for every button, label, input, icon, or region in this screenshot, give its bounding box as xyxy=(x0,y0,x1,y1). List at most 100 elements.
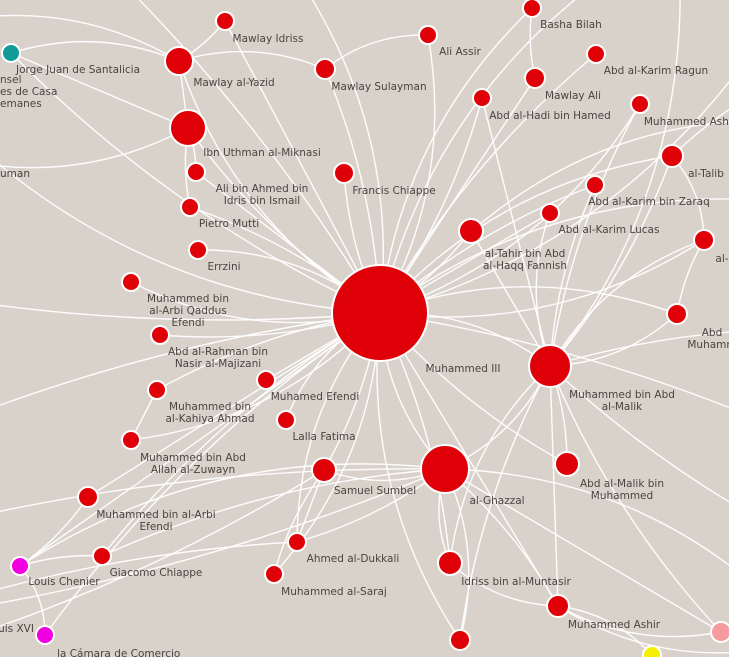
node-malikbin[interactable] xyxy=(554,451,580,477)
edge-offscreen xyxy=(549,365,729,503)
node-ashir2[interactable] xyxy=(546,594,570,618)
node-label-hub: Muhammed III xyxy=(425,363,500,375)
edge-offscreen xyxy=(0,469,325,628)
edge-pinknode-ashir2 xyxy=(557,605,722,638)
cutoff-label-comercio: la Cámara de Comercio xyxy=(57,648,180,657)
cutoff-label-nsel: nsel xyxy=(0,74,22,86)
edge-assir-sulayman xyxy=(324,34,429,70)
node-yazid[interactable] xyxy=(164,46,194,76)
edge-malik-alr xyxy=(549,239,705,367)
node-label-yazid: Mawlay al-Yazid xyxy=(193,77,274,89)
node-lalla[interactable] xyxy=(276,410,296,430)
node-santalicia[interactable] xyxy=(1,43,21,63)
node-fannish[interactable] xyxy=(458,218,484,244)
node-label-basha: Basha Bilah xyxy=(540,19,602,31)
node-chiappe[interactable] xyxy=(333,162,355,184)
node-hadi[interactable] xyxy=(472,88,492,108)
node-label-hadi: Abd al-Hadi bin Hamed xyxy=(489,110,611,122)
edge-malik-ashir1 xyxy=(549,103,641,367)
node-label-alr: al- xyxy=(715,253,728,265)
node-ghazzal[interactable] xyxy=(420,444,470,494)
cutoff-label-uman: uman xyxy=(0,168,30,180)
node-abd[interactable] xyxy=(666,303,688,325)
edge-offscreen xyxy=(0,312,381,406)
node-mefendi[interactable] xyxy=(256,370,276,390)
edge-miknasi-santalicia xyxy=(10,52,189,129)
node-zuwayn[interactable] xyxy=(121,430,141,450)
node-label-dukkali: Ahmed al-Dukkali xyxy=(307,553,400,565)
node-label-louisxvi: uis XVI xyxy=(0,623,34,635)
edge-offscreen xyxy=(379,312,729,409)
node-label-miknasi: Ibn Uthman al-Miknasi xyxy=(203,147,321,159)
node-giacomo[interactable] xyxy=(92,546,112,566)
node-alr[interactable] xyxy=(693,229,715,251)
node-idriss[interactable] xyxy=(215,11,235,31)
edge-offscreen xyxy=(471,121,729,232)
node-mutti[interactable] xyxy=(180,197,200,217)
edge-offscreen xyxy=(379,198,729,314)
edge-yazid-sulayman xyxy=(178,50,326,70)
node-malik[interactable] xyxy=(528,344,572,388)
node-miknasi[interactable] xyxy=(169,109,207,147)
node-qaddus[interactable] xyxy=(121,272,141,292)
node-yellownode[interactable] xyxy=(642,645,662,657)
node-assir[interactable] xyxy=(418,25,438,45)
node-majizani[interactable] xyxy=(150,325,170,345)
node-zaraq[interactable] xyxy=(585,175,605,195)
node-saraj[interactable] xyxy=(264,564,284,584)
node-sulayman[interactable] xyxy=(314,58,336,80)
node-mawlayali[interactable] xyxy=(524,67,546,89)
node-label-ragun: Abd al-Karim Ragun xyxy=(604,65,708,77)
edge-offscreen xyxy=(379,80,729,314)
node-alibin[interactable] xyxy=(186,162,206,182)
node-kahiya[interactable] xyxy=(147,380,167,400)
edge-offscreen xyxy=(0,468,446,513)
node-label-sulayman: Mawlay Sulayman xyxy=(331,81,426,93)
node-chenier[interactable] xyxy=(10,556,30,576)
edge-malik-pinknode xyxy=(549,365,722,633)
cutoff-label-manes: emanes xyxy=(0,98,42,110)
edge-malik-talib xyxy=(549,155,673,367)
edge-offscreen xyxy=(0,304,381,321)
node-ragun[interactable] xyxy=(586,44,606,64)
edge-malik-hadi xyxy=(481,97,551,367)
node-arbiefendi[interactable] xyxy=(77,486,99,508)
edge-offscreen xyxy=(138,0,381,314)
edge-offscreen xyxy=(0,468,446,604)
edge-malik-muntasir xyxy=(449,365,551,564)
edge-ghazzal-pinknode xyxy=(444,468,722,633)
node-label-assir: Ali Assir xyxy=(439,46,481,58)
node-errzini[interactable] xyxy=(188,240,208,260)
edge-offscreen xyxy=(444,468,729,567)
edge-ghazzal-giacomo xyxy=(101,468,446,557)
node-label-ashir2: Muhammed Ashir xyxy=(568,619,661,631)
node-label-lalla: Lalla Fatima xyxy=(292,431,355,443)
cutoff-label-casa: es de Casa xyxy=(0,86,57,98)
node-hub[interactable] xyxy=(331,264,429,362)
node-basha[interactable] xyxy=(522,0,542,18)
node-bottomred[interactable] xyxy=(449,629,471,651)
node-label-abd: AbdMuhamm xyxy=(687,327,729,351)
node-talib[interactable] xyxy=(660,144,684,168)
node-dukkali[interactable] xyxy=(287,532,307,552)
node-pinknode[interactable] xyxy=(710,621,729,643)
node-muntasir[interactable] xyxy=(437,550,463,576)
node-ashir1[interactable] xyxy=(630,94,650,114)
node-lucas[interactable] xyxy=(540,203,560,223)
node-label-saraj: Muhammed al-Saraj xyxy=(281,586,387,598)
node-label-idriss: Mawlay Idriss xyxy=(233,33,304,45)
node-sumbel[interactable] xyxy=(311,457,337,483)
node-label-chiappe: Francis Chiappe xyxy=(352,185,435,197)
edge-offscreen xyxy=(0,541,298,590)
node-label-ghazzal: al-Ghazzal xyxy=(469,495,524,507)
node-label-ashir1: Muhammed Ashir xyxy=(644,116,729,128)
node-label-sumbel: Samuel Sumbel xyxy=(334,485,416,497)
node-louisxvi[interactable] xyxy=(35,625,55,645)
edge-hub-giacomo xyxy=(101,312,381,557)
edge-yazid-santalicia xyxy=(10,40,180,62)
